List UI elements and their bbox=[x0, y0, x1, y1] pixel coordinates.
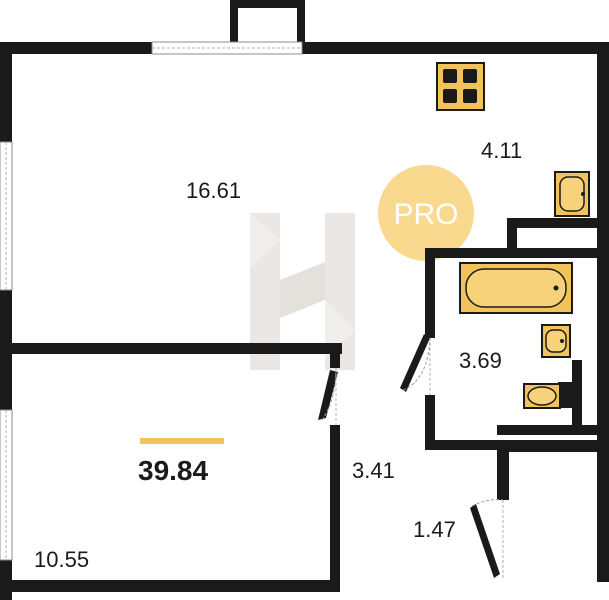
room-area-kitchen: 4.11 bbox=[481, 138, 522, 163]
window-left-lower bbox=[0, 409, 13, 561]
total-area: 39.84 bbox=[138, 455, 208, 486]
toilet-icon bbox=[523, 382, 576, 409]
kitchen-sink-icon bbox=[554, 171, 590, 217]
window-left-upper bbox=[0, 141, 13, 291]
door-corridor bbox=[318, 367, 338, 425]
watermark-logo bbox=[250, 213, 355, 370]
room-area-bedroom: 10.55 bbox=[34, 547, 89, 572]
pro-badge-text: PRO bbox=[393, 198, 458, 231]
room-area-hall: 1.47 bbox=[413, 517, 456, 542]
window-top bbox=[151, 41, 303, 55]
bathtub-icon bbox=[459, 262, 573, 314]
room-area-bathroom: 3.69 bbox=[459, 348, 502, 373]
door-bathroom bbox=[400, 334, 431, 395]
room-area-corridor: 3.41 bbox=[352, 458, 395, 483]
total-area-underline bbox=[140, 438, 224, 444]
outer-walls bbox=[0, 42, 609, 600]
balcony-wall bbox=[230, 0, 305, 42]
door-entrance bbox=[470, 499, 504, 578]
interior-walls bbox=[12, 218, 597, 592]
bathroom-sink-icon bbox=[541, 324, 571, 358]
pro-badge: PRO bbox=[378, 165, 474, 261]
room-area-living: 16.61 bbox=[186, 178, 241, 203]
stove-icon bbox=[436, 62, 485, 111]
